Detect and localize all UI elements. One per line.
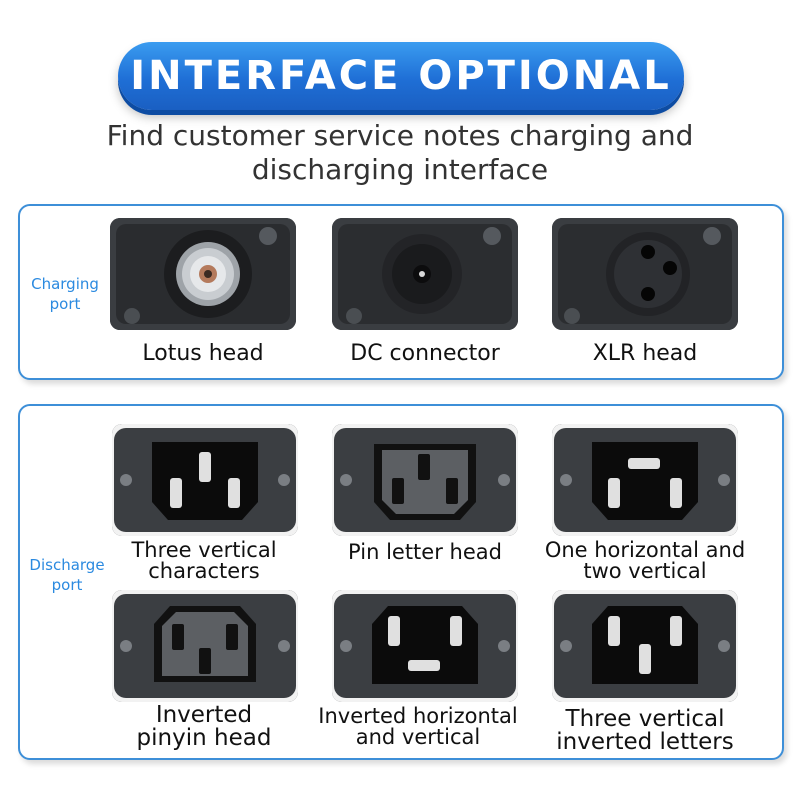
three-vertical-inverted-socket-icon [552, 590, 738, 702]
inverted-horizontal-vertical-socket-icon [332, 590, 518, 702]
three-vertical-socket-icon [112, 424, 298, 536]
page-title-banner: INTERFACE OPTIONAL [118, 42, 684, 110]
discharge-port-label: Discharge port [29, 556, 105, 594]
inverted-pinyin-socket-icon [112, 590, 298, 702]
rca-lotus-socket-icon [110, 218, 296, 330]
one-horizontal-two-vertical-socket-icon [552, 424, 738, 536]
three-vertical-inverted-caption: Three vertical inverted letters [556, 706, 734, 755]
pin-letter-caption: Pin letter head [348, 540, 502, 564]
inverted-horizontal-vertical-caption: Inverted horizontal and vertical [318, 704, 518, 749]
one-horizontal-two-vertical-caption: One horizontal and two vertical [544, 538, 746, 583]
charging-port-label: Charging port [31, 275, 99, 313]
dc-connector-caption: DC connector [350, 341, 500, 366]
inverted-pinyin-caption: Inverted pinyin head [136, 702, 272, 751]
xlr-head-caption: XLR head [592, 341, 698, 366]
lotus-head-caption: Lotus head [142, 341, 264, 366]
three-vertical-caption: Three vertical characters [131, 538, 277, 583]
subtitle-line-1: Find customer service notes charging and [106, 119, 694, 152]
subtitle-line-2: discharging interface [251, 153, 549, 186]
pin-letter-socket-icon [332, 424, 518, 536]
xlr-socket-icon [552, 218, 738, 330]
dc-barrel-socket-icon [332, 218, 518, 330]
